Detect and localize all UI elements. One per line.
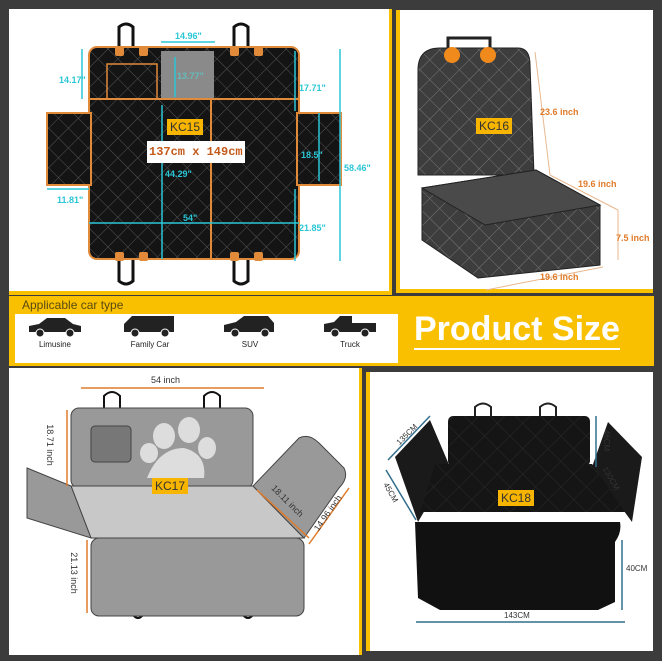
car-type-limusine: Limusine xyxy=(15,314,95,349)
car-type-list: Limusine Family Car SUV Truck xyxy=(15,314,398,363)
dim-40cm: 40CM xyxy=(626,564,648,573)
dim-143cm: 143CM xyxy=(504,611,530,620)
kc15-size-label: 137cm x 149cm xyxy=(147,141,245,163)
kc16-panel: 23.6 inch 19.6 inch 7.5 inch 19.6 inch K… xyxy=(396,10,653,293)
dim-7-5: 7.5 inch xyxy=(616,233,650,243)
dim-19-6-depth: 19.6 inch xyxy=(578,179,617,189)
product-size-heading: Product Size xyxy=(414,310,620,350)
kc18-panel: 135CM 45CM 46CM 130CM 40CM 143CM KC18 xyxy=(366,372,653,651)
kc15-panel: 14.96" 13.77" 14.17" 17.71" 18.5" 58.46"… xyxy=(9,9,392,295)
dim-44-29: 44.29" xyxy=(165,169,192,179)
car-type-family-car: Family Car xyxy=(110,314,190,349)
kc18-tag: KC18 xyxy=(498,490,535,506)
dim-14-96: 14.96" xyxy=(175,31,202,41)
pickup-truck-icon xyxy=(324,316,376,338)
kc17-panel: 54 inch 18.71 inch 18.11 inch 14.96 inch… xyxy=(9,368,362,655)
car-type-truck: Truck xyxy=(310,314,390,349)
dim-18-5: 18.5" xyxy=(301,150,323,160)
car-label: SUV xyxy=(241,340,259,349)
car-label: Limusine xyxy=(38,340,71,349)
kc17-tag: KC17 xyxy=(152,478,189,494)
car-type-suv: SUV xyxy=(210,314,290,349)
dim-23-6: 23.6 inch xyxy=(540,107,579,117)
dim-54: 54" xyxy=(183,213,198,223)
dim-14-17: 14.17" xyxy=(59,75,86,85)
kc17-seat-cover-diagram xyxy=(26,387,350,619)
dim-13-77: 13.77" xyxy=(177,71,204,81)
dim-46cm: 46CM xyxy=(602,429,612,452)
dim-18-71-inch: 18.71 inch xyxy=(44,424,55,466)
dim-19-6-width: 19.6 inch xyxy=(540,272,579,282)
banner-title: Applicable car type xyxy=(22,298,124,312)
dim-54-inch: 54 inch xyxy=(151,375,181,385)
kc16-tag: KC16 xyxy=(476,118,513,134)
dim-21-13-inch: 21.13 inch xyxy=(68,552,79,594)
van-icon xyxy=(124,316,174,338)
kc18-seat-cover-image xyxy=(385,402,642,623)
suv-icon xyxy=(224,316,274,338)
car-label: Family Car xyxy=(130,340,170,349)
dim-21-85: 21.85" xyxy=(299,223,326,233)
dim-11-81: 11.81" xyxy=(57,195,84,205)
sedan-icon xyxy=(29,318,81,338)
dim-17-71: 17.71" xyxy=(299,83,326,93)
car-label: Truck xyxy=(340,340,360,349)
kc16-front-seat-cover-image xyxy=(417,36,619,291)
dim-58-46: 58.46" xyxy=(344,163,371,173)
car-type-banner: Applicable car type Limusine Family Car … xyxy=(9,296,654,366)
kc15-tag: KC15 xyxy=(167,119,204,135)
